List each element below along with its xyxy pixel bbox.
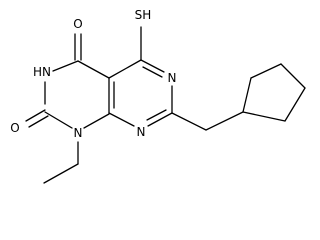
bond-c7-ch2 bbox=[171, 112, 207, 131]
bonds bbox=[25, 26, 306, 184]
bond-cp-4-5 bbox=[284, 87, 306, 122]
atom-labels: O SH HN N O N N bbox=[10, 8, 176, 140]
bond-c2-n1 bbox=[44, 111, 73, 129]
bond-c7-n8 bbox=[147, 112, 173, 127]
bond-ethyl-1-2 bbox=[43, 163, 79, 184]
structure-diagram: O SH HN N O N N bbox=[10, 8, 306, 184]
atom-label-n-pyr-bottom: N bbox=[137, 125, 146, 139]
bond-c5-n6 bbox=[140, 59, 165, 73]
atom-label-sh: SH bbox=[135, 8, 152, 22]
bond-c4a-c5 bbox=[108, 59, 142, 79]
bond-c7-n8-inner bbox=[146, 109, 167, 121]
bond-c2-o-b bbox=[28, 115, 49, 128]
bond-c2-o-a bbox=[25, 109, 46, 122]
atom-label-n-ethyl: N bbox=[74, 126, 83, 140]
atom-label-o-left: O bbox=[10, 121, 19, 135]
bond-n1-c8a bbox=[83, 113, 110, 129]
atom-label-nh: HN bbox=[33, 65, 51, 79]
bond-n8-c8a bbox=[108, 112, 135, 127]
bond-c4a-c4 bbox=[77, 60, 110, 79]
bond-ch2-cp bbox=[205, 111, 244, 131]
bond-cp-1-2 bbox=[242, 77, 252, 113]
bond-cp-5-1 bbox=[242, 111, 286, 122]
molecule-canvas: O SH HN N O N N bbox=[10, 8, 306, 184]
bond-c4-n3 bbox=[52, 60, 79, 72]
bond-c5-n6-inner bbox=[142, 66, 163, 78]
bond-cp-2-3 bbox=[250, 63, 282, 79]
atom-label-o-top: O bbox=[73, 17, 82, 31]
atom-label-n-pyr-top: N bbox=[168, 71, 177, 85]
bond-cp-3-4 bbox=[280, 63, 306, 89]
